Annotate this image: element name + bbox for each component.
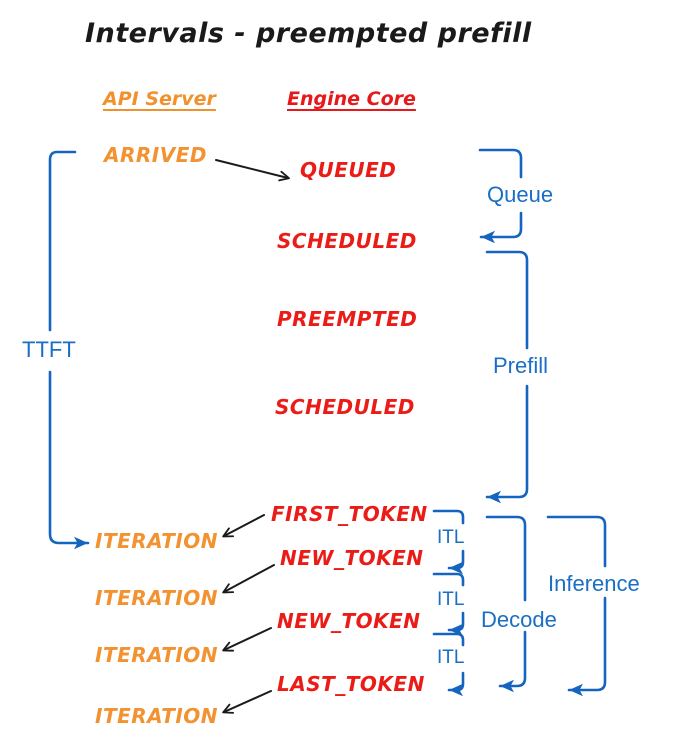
bracket-decode [485, 515, 527, 693]
event-iteration-1: ITERATION [95, 529, 219, 553]
arrow-new-token-2-to-iteration [222, 627, 272, 652]
event-scheduled-1: SCHEDULED [277, 229, 417, 253]
interval-label-prefill: Prefill [493, 353, 549, 378]
interval-label-itl-2: ITL [437, 589, 465, 610]
event-new-token-1: NEW_TOKEN [280, 546, 424, 570]
arrow-arrived-to-queued [215, 159, 290, 182]
event-last-token: LAST_TOKEN [277, 672, 425, 696]
interval-label-decode: Decode [481, 607, 557, 632]
arrow-last-token-to-iteration [222, 690, 272, 714]
event-arrived: ARRIVED [104, 143, 207, 167]
arrow-new-token-1-to-iteration [222, 564, 275, 594]
interval-label-ttft: TTFT [22, 337, 76, 362]
event-iteration-4: ITERATION [95, 704, 219, 728]
interval-label-itl-1: ITL [437, 527, 465, 548]
event-iteration-3: ITERATION [95, 643, 219, 667]
event-preempted: PREEMPTED [277, 307, 418, 331]
interval-label-queue: Queue [487, 182, 554, 207]
event-first-token: FIRST_TOKEN [271, 502, 428, 526]
event-queued: QUEUED [300, 158, 397, 182]
column-header-engine-core: Engine Core [287, 88, 416, 110]
event-iteration-2: ITERATION [95, 586, 219, 610]
event-new-token-2: NEW_TOKEN [277, 609, 421, 633]
column-header-api-server: API Server [103, 88, 216, 110]
event-scheduled-2: SCHEDULED [275, 395, 415, 419]
interval-label-inference: Inference [548, 571, 640, 596]
interval-label-itl-3: ITL [437, 647, 465, 668]
arrow-first-token-to-iteration [222, 514, 265, 538]
page-title: Intervals - preempted prefill [85, 18, 532, 49]
bracket-inference [546, 515, 607, 697]
